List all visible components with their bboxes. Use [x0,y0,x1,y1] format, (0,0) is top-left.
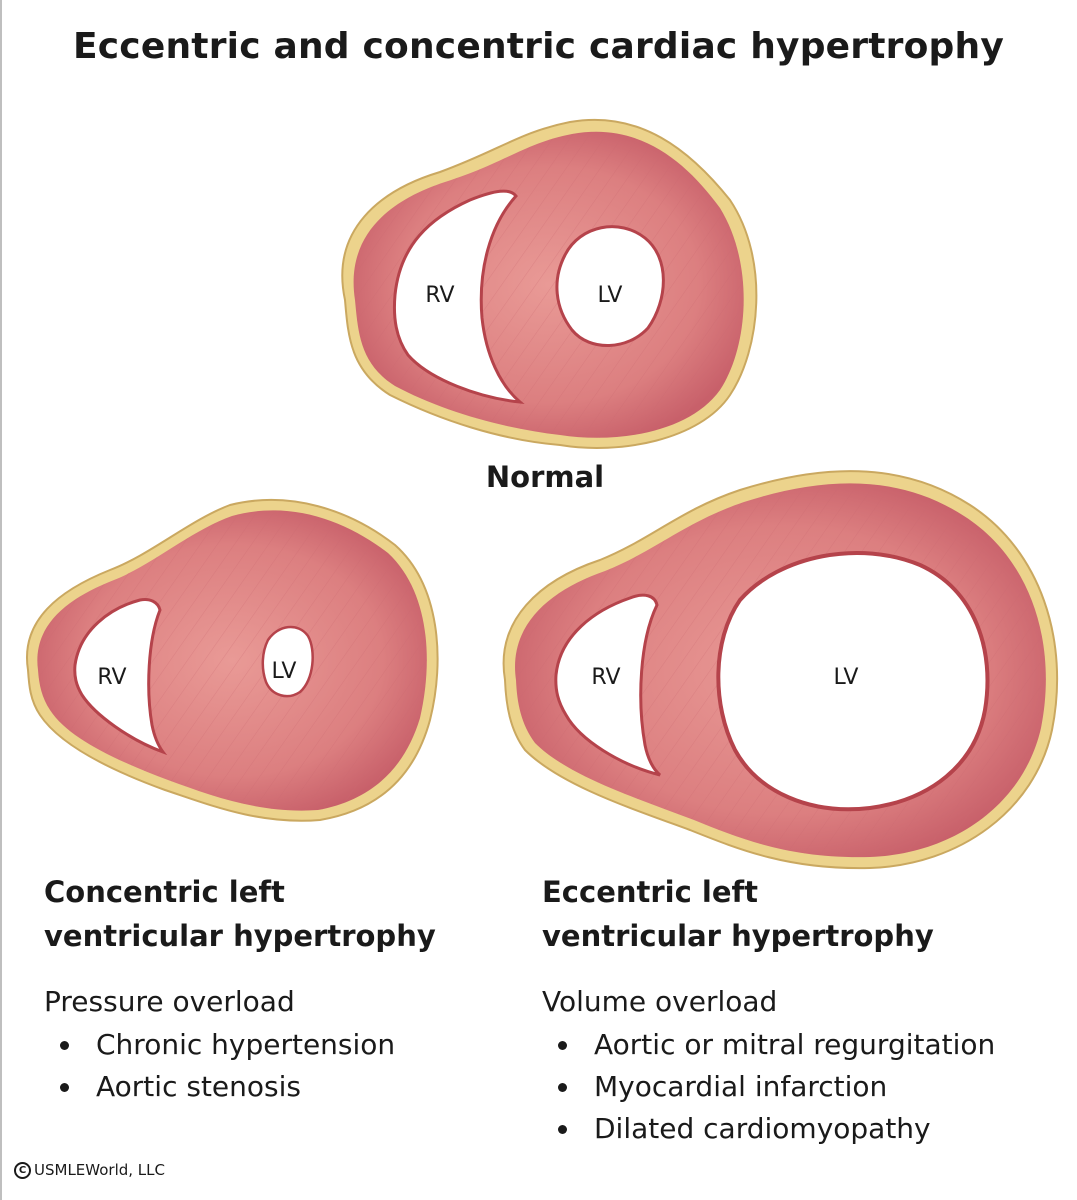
figure-title: Eccentric and concentric cardiac hypertr… [72,26,1005,67]
list-item: Aortic stenosis [44,1066,504,1108]
concentric-cause-list: Chronic hypertension Aortic stenosis [44,1024,504,1108]
eccentric-rv-label: RV [591,665,620,690]
cause-text: Dilated cardiomyopathy [594,1112,931,1145]
normal-lv-cavity [555,225,665,347]
eccentric-heading-line1: Eccentric left [542,875,758,909]
list-item: Aortic or mitral regurgitation [542,1024,1062,1066]
eccentric-heading-line2: ventricular hypertrophy [542,919,934,953]
normal-rv-label: RV [425,283,454,308]
concentric-lv-label: LV [272,659,297,684]
eccentric-cause-list: Aortic or mitral regurgitation Myocardia… [542,1024,1062,1150]
concentric-overload-type: Pressure overload [44,985,295,1018]
bullet-icon [558,1125,567,1134]
copyright-icon: C [14,1161,31,1179]
bullet-icon [60,1083,69,1092]
eccentric-rv-cavity [554,593,662,777]
eccentric-panel: Eccentric left ventricular hypertrophy V… [542,870,1062,1150]
cause-text: Aortic stenosis [96,1070,301,1103]
concentric-panel: Concentric left ventricular hypertrophy … [44,870,504,1108]
eccentric-lv-label: LV [834,665,859,690]
concentric-lv-cavity [261,625,314,698]
list-item: Myocardial infarction [542,1066,1062,1108]
cause-text: Chronic hypertension [96,1028,396,1061]
bullet-icon [558,1041,567,1050]
bullet-icon [558,1083,567,1092]
normal-rv-cavity [392,189,525,404]
eccentric-overload-type: Volume overload [542,985,778,1018]
normal-heart-caption: Normal [485,460,605,494]
eccentric-heart: RV LV [502,470,1059,870]
cause-text: Myocardial infarction [594,1070,888,1103]
copyright-text: USMLEWorld, LLC [34,1161,165,1179]
concentric-heading-line1: Concentric left [44,875,285,909]
frame-border [0,0,2,1200]
copyright-notice: C USMLEWorld, LLC [14,1161,165,1179]
bullet-icon [60,1041,69,1050]
list-item: Dilated cardiomyopathy [542,1108,1062,1150]
normal-lv-label: LV [598,283,623,308]
concentric-heart: RV LV [25,498,439,822]
cause-text: Aortic or mitral regurgitation [594,1028,996,1061]
eccentric-lv-cavity [716,550,990,812]
concentric-heading-line2: ventricular hypertrophy [44,919,436,953]
list-item: Chronic hypertension [44,1024,504,1066]
normal-heart: RV LV [341,118,758,449]
concentric-rv-label: RV [97,665,126,690]
concentric-rv-cavity [73,598,168,756]
